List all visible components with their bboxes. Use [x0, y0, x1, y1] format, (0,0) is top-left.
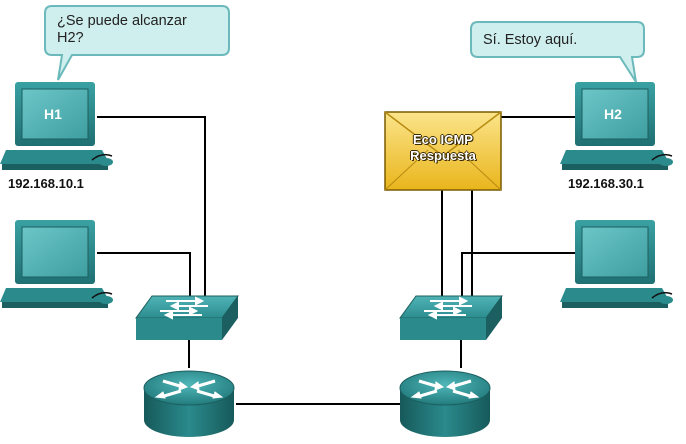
- router-left: [143, 370, 235, 437]
- packet-label-line2: Respuesta: [410, 148, 476, 163]
- h2-label: H2: [604, 106, 622, 122]
- link-pc3-switch: [97, 252, 191, 297]
- router-right: [399, 370, 491, 437]
- envelope-icmp-reply-icon: [384, 111, 502, 191]
- h1-label: H1: [44, 106, 62, 122]
- network-links: [97, 116, 580, 405]
- speech-bubble-left: [44, 5, 230, 81]
- switch-left: [135, 295, 239, 340]
- bubble-left-text: ¿Se puede alcanzar H2?: [57, 13, 187, 46]
- link-h1-switch: [97, 116, 206, 297]
- switch-right: [399, 295, 503, 340]
- pc-h1: [0, 82, 113, 170]
- pc-left-bottom: [0, 220, 113, 308]
- h1-ip-address: 192.168.10.1: [8, 176, 84, 191]
- h2-ip-address: 192.168.30.1: [568, 176, 644, 191]
- speech-bubble-right: [470, 21, 645, 83]
- pc-right-bottom: [560, 220, 673, 308]
- packet-label-line1: Eco ICMP: [413, 132, 473, 147]
- link-pc4-switch: [461, 252, 580, 297]
- pc-h2: [560, 82, 673, 170]
- bubble-right-text: Sí. Estoy aquí.: [483, 32, 578, 48]
